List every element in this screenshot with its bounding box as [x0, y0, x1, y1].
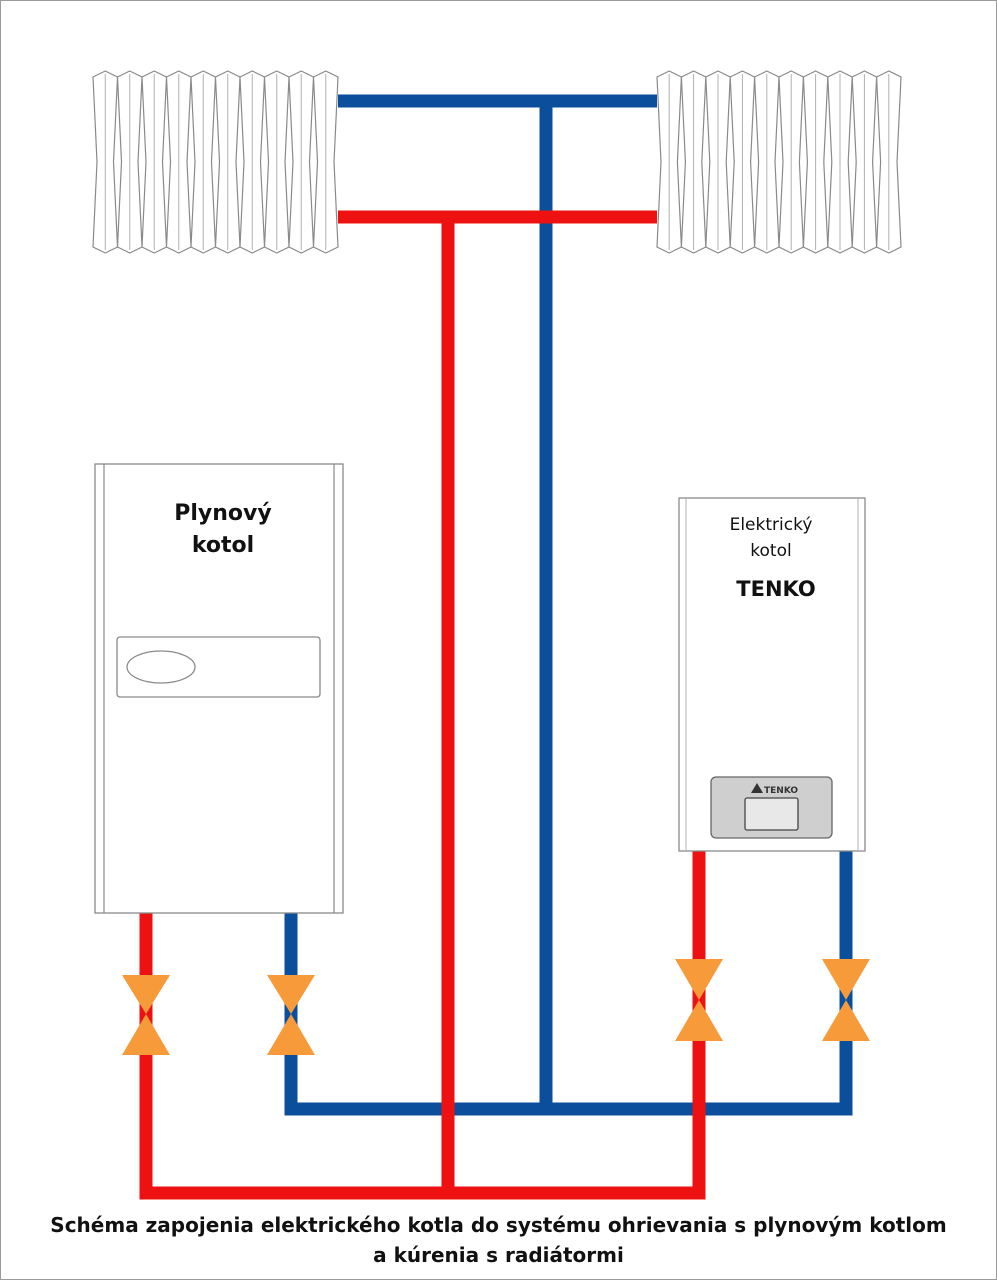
- valve: [267, 975, 315, 1055]
- electric-boiler: Elektrický kotol TENKO TENKO: [678, 497, 866, 852]
- valve-lower-triangle: [122, 1014, 170, 1055]
- radiator-right: [656, 70, 902, 254]
- caption-line2: a kúrenia s radiátormi: [373, 1243, 624, 1267]
- valve: [122, 975, 170, 1055]
- valve: [822, 959, 870, 1041]
- supply-pipe-top: [338, 210, 657, 1193]
- valve-upper-triangle: [122, 975, 170, 1014]
- return-pipe-top: [338, 94, 657, 1109]
- valve-lower-triangle: [822, 1000, 870, 1041]
- electric-boiler-label-line2: kotol: [750, 541, 791, 561]
- gas-boiler-label-line1: Plynový: [174, 501, 271, 526]
- tenko-logo-text: TENKO: [764, 786, 798, 796]
- heating-schematic: Plynový kotol Elektrický kotol TENKO TEN…: [92, 70, 902, 1200]
- electric-boiler-brand: TENKO: [736, 577, 815, 601]
- valve-upper-triangle: [822, 959, 870, 1000]
- tenko-logo-triangle: [751, 783, 763, 793]
- electric-boiler-display: [744, 797, 799, 831]
- diagram-caption: Schéma zapojenia elektrického kotla do s…: [0, 1210, 997, 1270]
- electric-boiler-label-line1: Elektrický: [730, 515, 813, 535]
- gas-boiler-label-line2: kotol: [192, 533, 254, 558]
- gas-boiler: Plynový kotol: [94, 463, 344, 914]
- valve-lower-triangle: [267, 1014, 315, 1055]
- radiator-left: [92, 70, 339, 254]
- valve: [675, 959, 723, 1041]
- tenko-logo: TENKO: [751, 783, 798, 796]
- valve-lower-triangle: [675, 1000, 723, 1041]
- valve-upper-triangle: [675, 959, 723, 1000]
- valves: [122, 959, 870, 1055]
- valve-upper-triangle: [267, 975, 315, 1014]
- return-pipe-gas-boiler: [284, 851, 853, 1116]
- gas-boiler-display: [126, 650, 196, 684]
- caption-line1: Schéma zapojenia elektrického kotla do s…: [50, 1213, 947, 1237]
